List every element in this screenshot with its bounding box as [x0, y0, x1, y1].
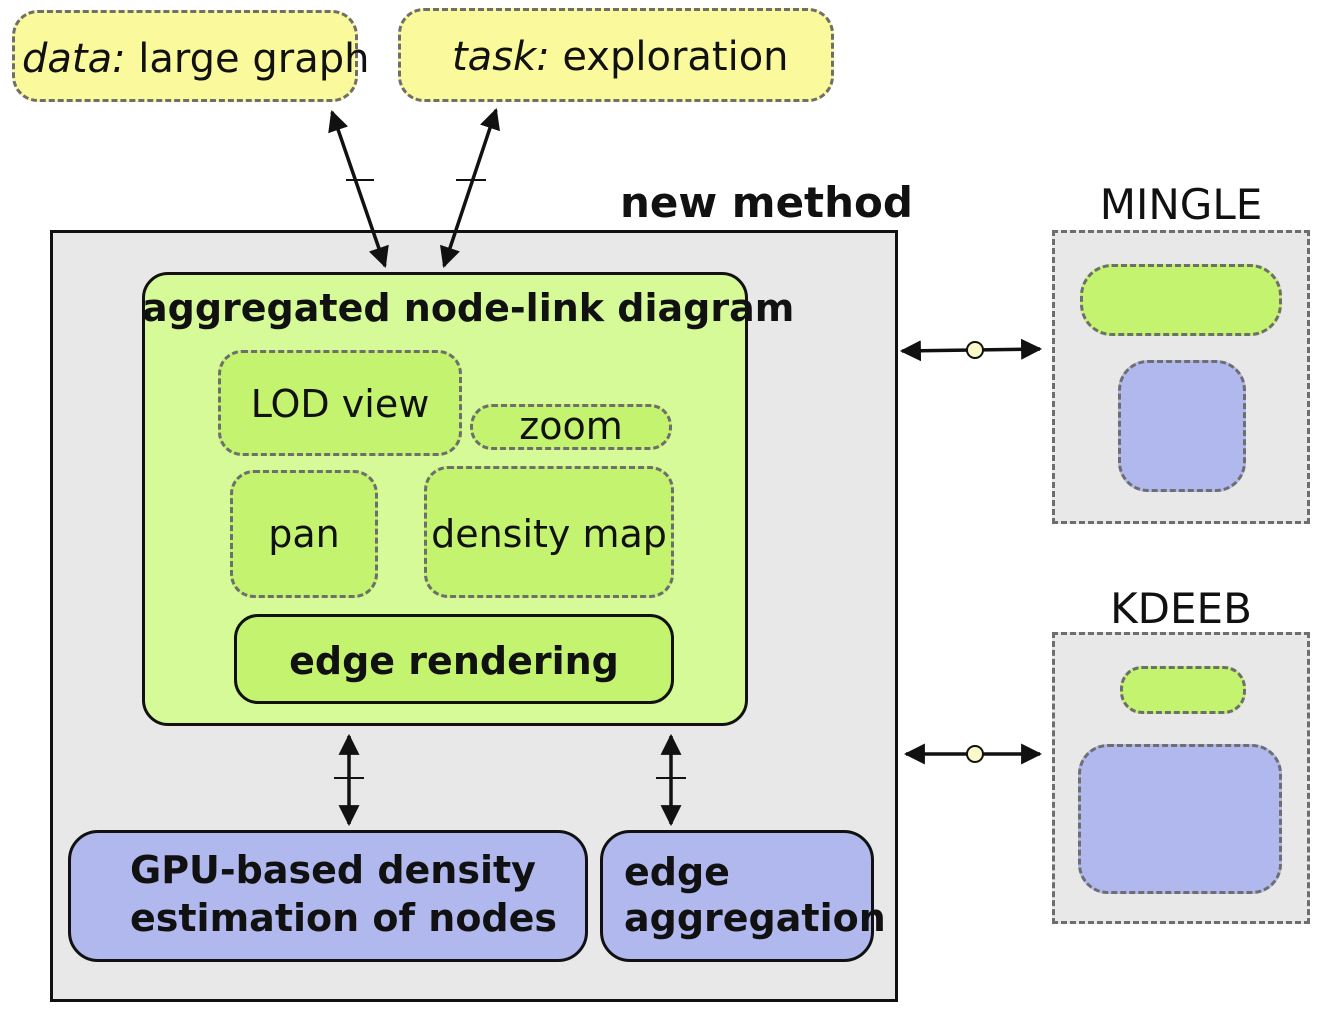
task-input-box [398, 8, 834, 102]
task-prefix: task: [452, 34, 550, 80]
mingle-arrow [899, 338, 1043, 362]
lod-view-label: LOD view [250, 382, 430, 426]
edge-aggregation-box [600, 830, 874, 962]
pan-label: pan [268, 512, 340, 556]
data-arrow [328, 110, 389, 268]
density-map-label: density map [431, 512, 667, 556]
aggregated-node-link-title: aggregated node-link diagram [142, 286, 795, 330]
edge-rendering-box [234, 614, 674, 704]
gpu-density-box [68, 830, 588, 962]
gpu-density-line1: GPU-based density [130, 848, 536, 892]
zoom-box [470, 404, 672, 450]
mingle-blue-component [1118, 360, 1246, 492]
mingle-title: MINGLE [1099, 180, 1263, 229]
new-method-title: new method [620, 178, 913, 227]
data-input-box [12, 10, 358, 102]
data-input-label: data: large graph [22, 36, 369, 82]
data-prefix: data: [22, 36, 126, 82]
mingle-green-component [1080, 264, 1282, 336]
gpu-arrow [334, 733, 364, 827]
kdeeb-green-component [1120, 666, 1246, 714]
edge-aggregation-line1: edge [624, 850, 730, 894]
task-arrow [440, 108, 500, 268]
kdeeb-title: KDEEB [1110, 584, 1252, 633]
task-text: exploration [549, 34, 789, 80]
data-text: large graph [125, 36, 370, 82]
zoom-label: zoom [519, 404, 623, 448]
edge-rendering-label: edge rendering [289, 639, 619, 683]
pan-box [230, 470, 378, 598]
kdeeb-arrow [903, 743, 1043, 765]
gpu-density-line2: estimation of nodes [130, 896, 558, 940]
kdeeb-blue-component [1078, 744, 1282, 894]
edge-aggregation-arrow [656, 733, 686, 827]
density-map-box [424, 466, 674, 598]
edge-aggregation-line2: aggregation [624, 896, 886, 940]
task-input-label: task: exploration [452, 34, 789, 80]
lod-view-box [218, 350, 462, 456]
